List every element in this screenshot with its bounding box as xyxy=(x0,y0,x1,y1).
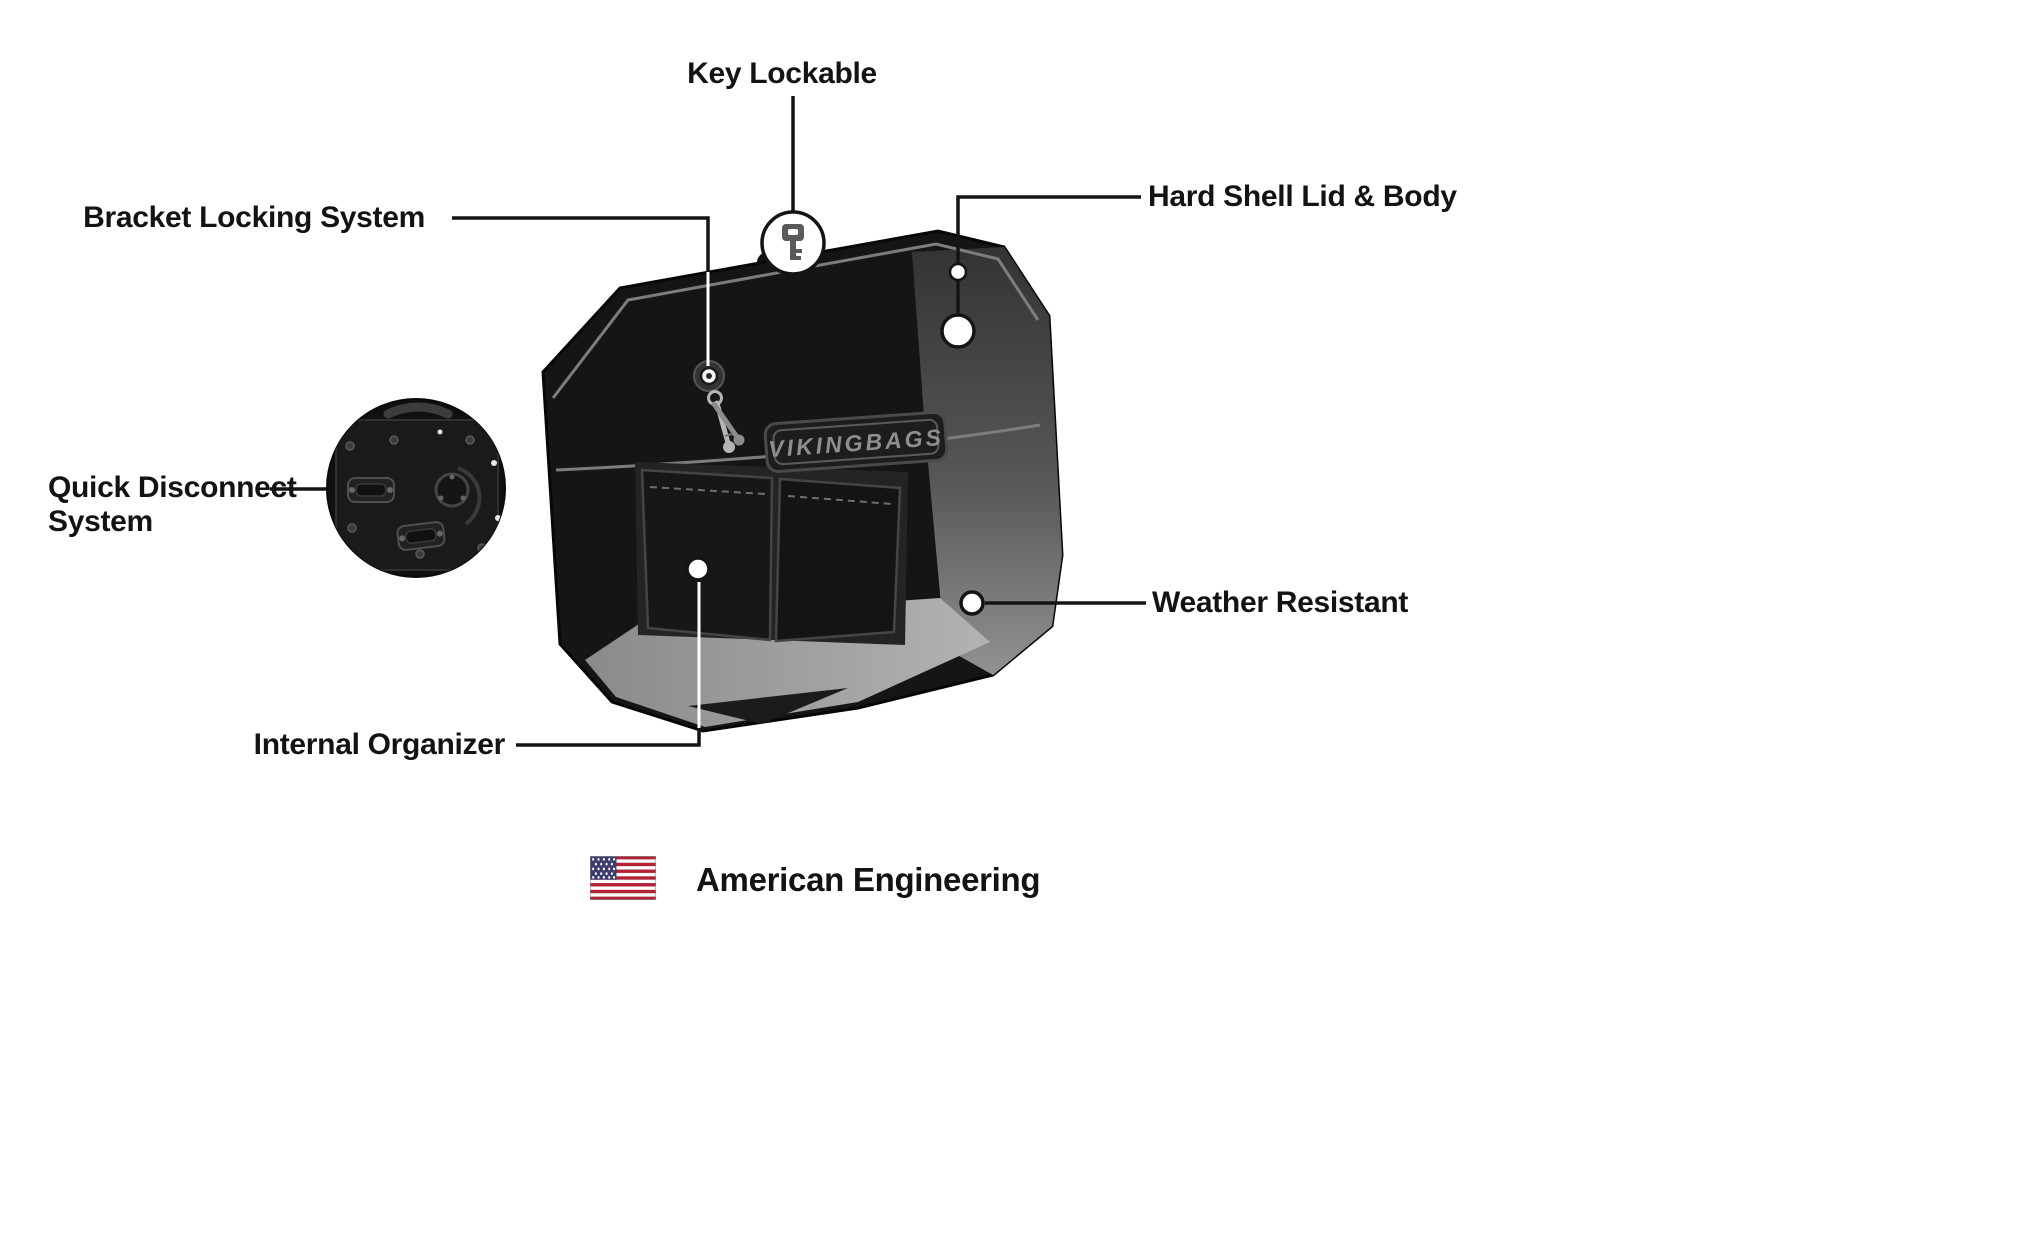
bag-interior-wall xyxy=(912,247,1062,675)
hard-shell-dot-large xyxy=(940,313,976,349)
callout-label-quick-disconnect-system: Quick Disconnect System xyxy=(48,471,297,538)
callout-line-bracket xyxy=(452,216,710,272)
callout-label-internal-organizer: Internal Organizer xyxy=(253,728,506,761)
callout-line-internal xyxy=(516,728,701,747)
callout-label-weather-resistant: Weather Resistant xyxy=(1152,586,1409,619)
cable xyxy=(457,466,482,526)
weather-resistant-dot xyxy=(959,590,985,616)
callout-label-bracket-locking-system: Bracket Locking System xyxy=(83,201,425,234)
keyhole-center xyxy=(706,373,712,379)
callout-lines-inner xyxy=(697,272,710,728)
lid-seam-top xyxy=(551,242,1040,399)
floor-shadow xyxy=(688,688,848,724)
disconnect-clip-lower xyxy=(396,521,446,551)
disconnect-knob xyxy=(434,472,470,508)
us-flag-icon xyxy=(590,856,656,900)
quick-disconnect-line2: System xyxy=(48,504,153,538)
quick-disconnect-inset xyxy=(326,398,506,578)
quick-disconnect-line1: Quick Disconnect xyxy=(48,471,297,504)
saddlebag-body: VIKINGBAGS xyxy=(541,229,1064,733)
brand-plate: VIKINGBAGS xyxy=(763,411,949,473)
disconnect-clip-upper xyxy=(347,477,395,503)
callout-label-key-lockable: Key Lockable xyxy=(687,57,877,90)
hard-shell-dot-small xyxy=(948,262,968,282)
key-icon xyxy=(760,210,826,276)
footer-american-engineering: American Engineering xyxy=(696,861,1041,898)
mounting-plate xyxy=(335,419,499,571)
internal-organizer-pockets xyxy=(640,468,902,643)
plate-handle xyxy=(383,402,453,419)
callout-label-hard-shell-lid-body: Hard Shell Lid & Body xyxy=(1148,180,1457,213)
internal-organizer-dot xyxy=(685,556,711,582)
callout-markers xyxy=(685,210,985,616)
